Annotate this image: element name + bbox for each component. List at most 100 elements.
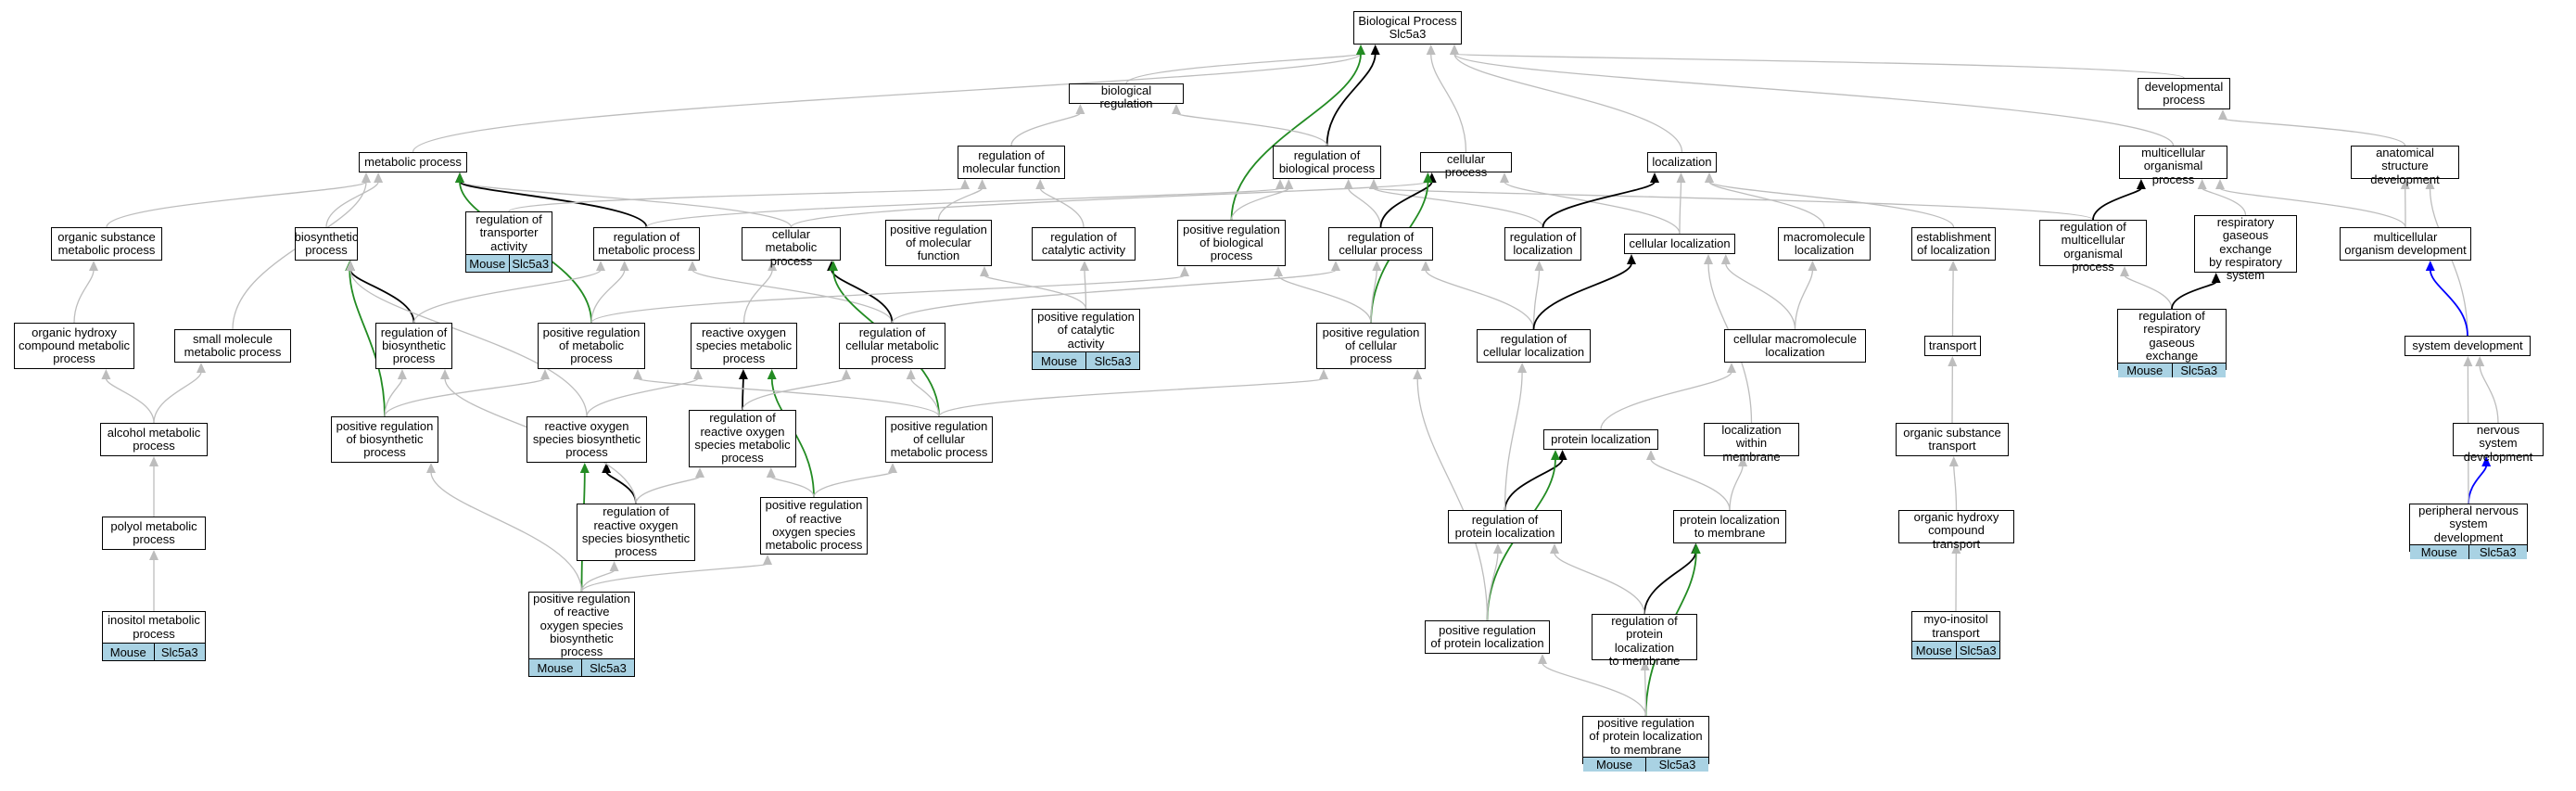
edge-arrowhead	[2120, 266, 2129, 276]
node-system-development[interactable]: system development	[2405, 336, 2531, 356]
node-developmental-process[interactable]: developmental process	[2138, 78, 2230, 109]
node-label: biosynthetic process	[294, 229, 359, 257]
edge-is-a	[1277, 274, 1372, 324]
edge-arrowhead	[1370, 45, 1380, 55]
node-regulation-of-biosynthetic-process[interactable]: regulation of biosynthetic process	[375, 323, 452, 369]
node-regulation-of-biological-process[interactable]: regulation of biological process	[1273, 146, 1381, 179]
node-regulation-of-catalytic-activity[interactable]: regulation of catalytic activity	[1032, 227, 1136, 261]
node-positive-regulation-of-biosynthetic-process[interactable]: positive regulation of biosynthetic proc…	[331, 416, 438, 463]
node-small-molecule-metabolic-process[interactable]: small molecule metabolic process	[174, 329, 291, 363]
node-regulation-of-ros-metabolic-process[interactable]: regulation of reactive oxygen species me…	[689, 410, 796, 467]
node-organic-hydroxy-compound-metabolic-process[interactable]: organic hydroxy compound metabolic proce…	[14, 323, 134, 369]
node-label: developmental process	[2144, 79, 2224, 107]
edge-arrowhead	[619, 261, 629, 271]
node-cellular-localization[interactable]: cellular localization	[1624, 234, 1735, 254]
node-label: myo-inositol transport	[1923, 612, 1988, 640]
node-label: organic substance metabolic process	[57, 229, 156, 257]
edge-arrowhead	[2481, 456, 2492, 466]
node-positive-regulation-of-molecular-function[interactable]: positive regulation of molecular functio…	[885, 220, 992, 266]
node-positive-regulation-of-biological-process[interactable]: positive regulation of biological proces…	[1177, 220, 1286, 266]
organism-tag: Mouse	[109, 644, 146, 659]
node-positive-regulation-of-cellular-metabolic-process[interactable]: positive regulation of cellular metaboli…	[885, 416, 993, 463]
edge-is-a	[790, 181, 1428, 228]
node-polyol-metabolic-process[interactable]: polyol metabolic process	[102, 517, 206, 550]
node-organic-hydroxy-compound-transport[interactable]: organic hydroxy compound transport	[1898, 510, 2014, 550]
node-label: cellular process	[1444, 152, 1488, 180]
node-multicellular-organismal-process[interactable]: multicellular organismal process	[2119, 146, 2227, 185]
node-organic-substance-transport[interactable]: organic substance transport	[1896, 423, 2009, 456]
node-ros-biosynthetic-process[interactable]: reactive oxygen species biosynthetic pro…	[527, 416, 647, 463]
edge-arrowhead	[1172, 104, 1181, 114]
edge-arrowhead	[1738, 456, 1748, 466]
node-localization[interactable]: localization	[1647, 152, 1717, 172]
node-cellular-macromolecule-localization[interactable]: cellular macromolecule localization	[1724, 329, 1866, 363]
node-positive-regulation-of-cellular-process[interactable]: positive regulation of cellular process	[1316, 323, 1426, 369]
node-cellular-process[interactable]: cellular process	[1420, 152, 1512, 179]
node-regulation-of-ros-biosynthetic-process[interactable]: regulation of reactive oxygen species bi…	[577, 504, 695, 561]
node-biosynthetic-process[interactable]: biosynthetic process	[295, 227, 358, 261]
node-regulation-of-respiratory-gaseous-exchange[interactable]: regulation of respiratory gaseous exchan…	[2117, 309, 2227, 378]
edge-arrowhead	[1948, 356, 1958, 366]
edge-is-a	[1600, 371, 1732, 430]
node-regulation-of-multicellular-organismal-process[interactable]: regulation of multicellular organismal p…	[2039, 220, 2147, 274]
node-organic-substance-metabolic-process[interactable]: organic substance metabolic process	[51, 227, 162, 261]
node-positive-regulation-of-ros-metabolic-process[interactable]: positive regulation of reactive oxygen s…	[760, 497, 868, 555]
edge-arrowhead	[842, 369, 851, 379]
edge-is-a	[1725, 262, 1796, 330]
node-positive-regulation-of-protein-localization-to-membrane[interactable]: positive regulation of protein localizat…	[1582, 716, 1709, 772]
node-anatomical-structure-development[interactable]: anatomical structure development	[2351, 146, 2459, 185]
node-ros-metabolic-process[interactable]: reactive oxygen species metabolic proces…	[691, 323, 797, 369]
edge-regulates	[1504, 458, 1564, 511]
node-macromolecule-localization[interactable]: macromolecule localization	[1778, 227, 1871, 261]
node-regulation-of-protein-localization[interactable]: regulation of protein localization	[1448, 510, 1562, 543]
node-regulation-of-protein-localization-to-membrane[interactable]: regulation of protein localization to me…	[1592, 614, 1697, 668]
edge-arrowhead	[906, 369, 916, 379]
node-label: cellular metabolic process	[765, 227, 818, 268]
edge-part-of	[2468, 465, 2488, 504]
node-multicellular-organism-development[interactable]: multicellular organism development	[2340, 227, 2471, 261]
node-label: positive regulation of reactive oxygen s…	[533, 592, 630, 659]
gene-tag: Slc5a3	[1645, 757, 1708, 772]
node-regulation-of-cellular-process[interactable]: regulation of cellular process	[1328, 227, 1433, 261]
node-positive-regulation-of-protein-localization[interactable]: positive regulation of protein localizat…	[1425, 620, 1550, 654]
node-establishment-of-localization[interactable]: establishment of localization	[1911, 227, 1996, 261]
edge-is-a	[2202, 187, 2247, 216]
node-regulation-of-cellular-localization[interactable]: regulation of cellular localization	[1477, 329, 1591, 363]
node-bp[interactable]: Biological Process Slc5a3	[1353, 11, 1462, 45]
edge-is-a	[580, 563, 768, 593]
edge-is-a	[1453, 53, 1683, 153]
node-protein-localization-to-membrane[interactable]: protein localization to membrane	[1673, 510, 1786, 543]
node-alcohol-metabolic-process[interactable]: alcohol metabolic process	[100, 423, 208, 456]
edge-is-a	[1453, 53, 2185, 79]
node-regulation-of-cellular-metabolic-process[interactable]: regulation of cellular metabolic process	[839, 323, 945, 369]
edge-positively-regulates	[1230, 53, 1362, 221]
node-biological-regulation[interactable]: biological regulation	[1069, 83, 1184, 110]
edge-arrowhead	[2136, 179, 2146, 189]
node-regulation-of-molecular-function[interactable]: regulation of molecular function	[958, 146, 1065, 179]
node-regulation-of-localization[interactable]: regulation of localization	[1504, 227, 1581, 261]
node-cellular-metabolic-process[interactable]: cellular metabolic process	[742, 227, 841, 267]
edge-arrowhead	[440, 369, 450, 379]
node-positive-regulation-of-metabolic-process[interactable]: positive regulation of metabolic process	[538, 323, 645, 369]
edge-is-a	[1125, 53, 1362, 84]
node-respiratory-gaseous-exchange[interactable]: respiratory gaseous exchange by respirat…	[2194, 215, 2297, 282]
node-localization-within-membrane[interactable]: localization within membrane	[1704, 423, 1799, 463]
node-nervous-system-development[interactable]: nervous system development	[2453, 423, 2544, 463]
edge-regulates	[459, 181, 648, 228]
edge-is-a	[1650, 458, 1731, 511]
node-regulation-of-metabolic-process[interactable]: regulation of metabolic process	[593, 227, 700, 261]
organism-tag: Mouse	[2126, 364, 2164, 378]
node-positive-regulation-of-ros-biosynthetic-process[interactable]: positive regulation of reactive oxygen s…	[528, 592, 635, 677]
edge-is-a	[105, 377, 155, 424]
node-transport[interactable]: transport	[1924, 336, 1981, 356]
node-positive-regulation-of-catalytic-activity[interactable]: positive regulation of catalytic activit…	[1032, 309, 1140, 370]
node-metabolic-process[interactable]: metabolic process	[359, 152, 467, 172]
edge-is-a	[1425, 269, 1535, 330]
node-protein-localization[interactable]: protein localization	[1543, 429, 1658, 450]
